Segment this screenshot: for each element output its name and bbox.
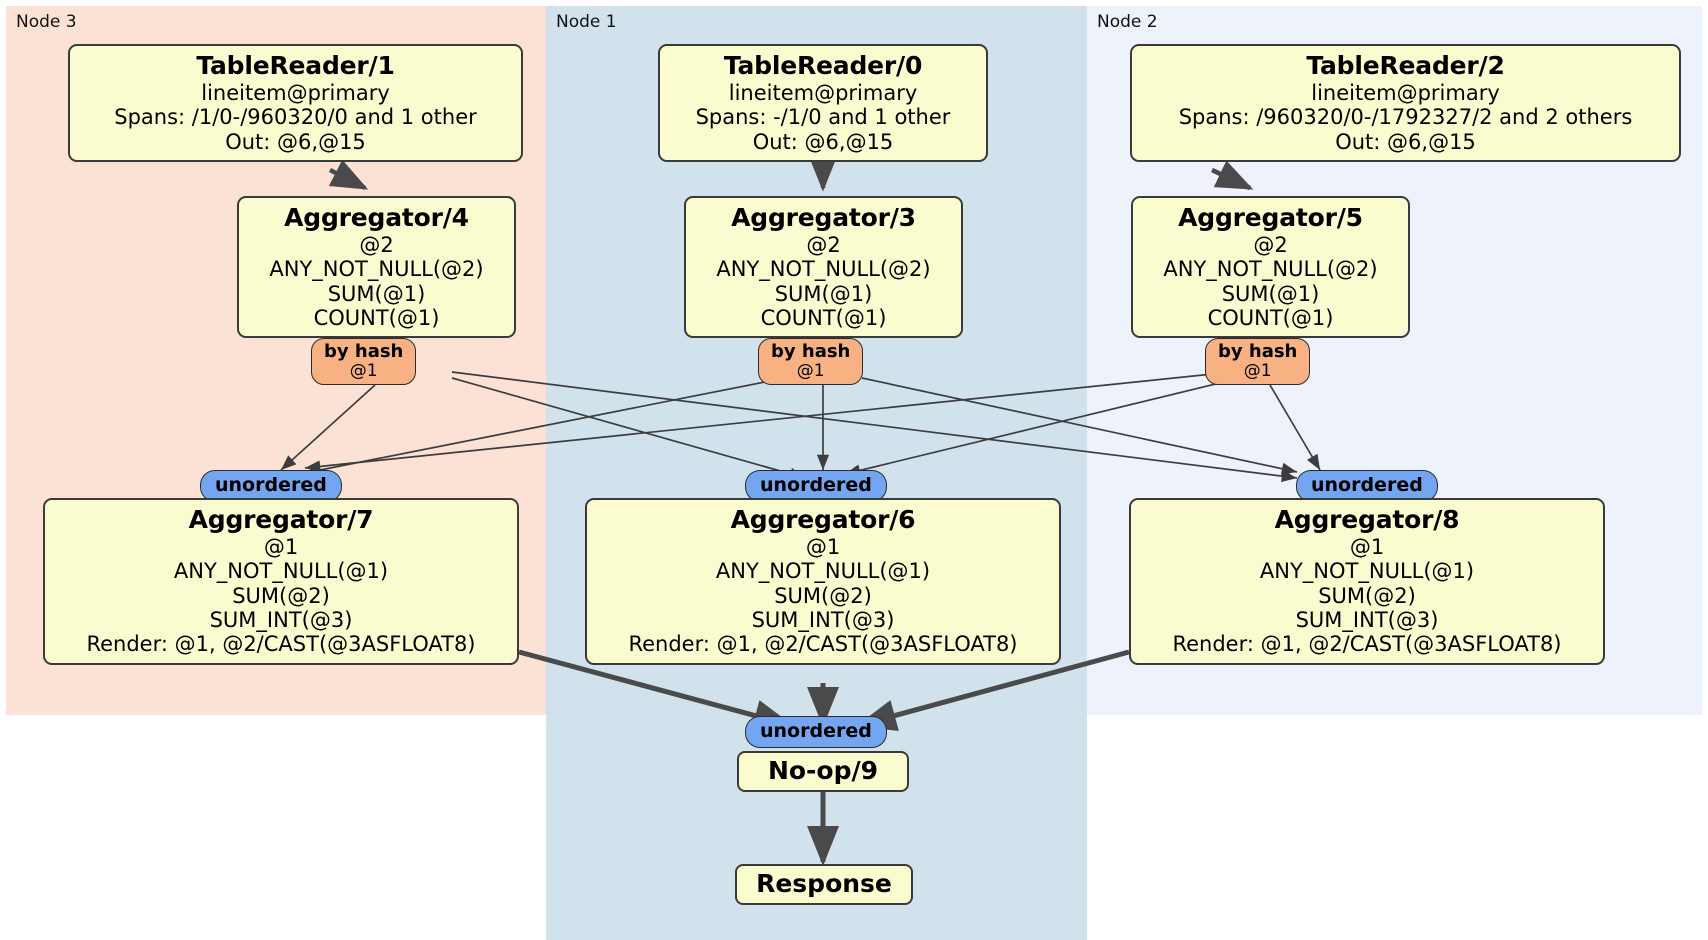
processor-line: @2: [1253, 233, 1288, 257]
processor-line: ANY_NOT_NULL(@2): [716, 257, 931, 282]
router-column: @1: [1243, 360, 1272, 381]
processor-line: Spans: /960320/0-/1792327/2 and 2 others: [1178, 105, 1633, 130]
processor-no-op-9[interactable]: No-op/9: [737, 751, 909, 792]
processor-line: @1: [1349, 535, 1385, 559]
output-router-by-hash-center[interactable]: by hash @1: [758, 338, 864, 386]
processor-line: COUNT(@1): [1207, 306, 1334, 331]
input-sync-unordered-left[interactable]: unordered: [200, 470, 342, 502]
processor-line: SUM(@2): [774, 583, 872, 608]
processor-title: Aggregator/6: [730, 505, 916, 534]
processor-table-reader-0[interactable]: TableReader/0 lineitem@primary Spans: -/…: [658, 44, 988, 163]
processor-aggregator-7[interactable]: Aggregator/7 @1 ANY_NOT_NULL(@1) SUM(@2)…: [43, 498, 519, 665]
processor-line: Render: @1, @2/CAST(@3ASFLOAT8): [1172, 632, 1562, 657]
input-sync-unordered-right[interactable]: unordered: [1296, 470, 1438, 502]
output-router-by-hash-left[interactable]: by hash @1: [311, 338, 417, 386]
processor-aggregator-8[interactable]: Aggregator/8 @1 ANY_NOT_NULL(@1) SUM(@2)…: [1129, 498, 1605, 665]
sync-label: unordered: [760, 474, 872, 496]
processor-line: SUM(@1): [327, 281, 426, 306]
processor-table-reader-2[interactable]: TableReader/2 lineitem@primary Spans: /9…: [1130, 44, 1681, 163]
processor-line: SUM_INT(@3): [1295, 608, 1439, 633]
node-panel-label-node1: Node 1: [556, 12, 617, 32]
processor-line: @2: [806, 233, 841, 257]
input-sync-unordered-center[interactable]: unordered: [745, 470, 887, 502]
processor-line: Out: @6,@15: [1335, 129, 1476, 154]
processor-line: @1: [263, 535, 299, 559]
processor-line: COUNT(@1): [760, 306, 887, 331]
output-router-by-hash-right[interactable]: by hash @1: [1205, 338, 1311, 386]
processor-title: Aggregator/7: [188, 505, 374, 534]
processor-line: lineitem@primary: [1311, 81, 1500, 105]
processor-title: TableReader/2: [1306, 51, 1505, 80]
processor-line: lineitem@primary: [201, 81, 390, 105]
processor-line: SUM_INT(@3): [209, 608, 353, 633]
processor-line: ANY_NOT_NULL(@2): [1163, 257, 1378, 282]
processor-line: ANY_NOT_NULL(@2): [269, 257, 484, 282]
processor-aggregator-3[interactable]: Aggregator/3 @2 ANY_NOT_NULL(@2) SUM(@1)…: [684, 196, 963, 339]
processor-title: Aggregator/5: [1178, 203, 1363, 232]
router-label: by hash: [1218, 341, 1298, 362]
processor-line: lineitem@primary: [728, 81, 918, 105]
processor-line: @2: [359, 233, 394, 257]
sync-label: unordered: [1311, 474, 1423, 496]
processor-line: SUM(@2): [1318, 583, 1416, 608]
processor-title: Aggregator/4: [284, 203, 469, 232]
processor-line: Spans: /1/0-/960320/0 and 1 other: [114, 105, 477, 130]
processor-title: TableReader/1: [196, 51, 395, 80]
processor-line: Render: @1, @2/CAST(@3ASFLOAT8): [86, 632, 476, 657]
sync-label: unordered: [760, 720, 872, 742]
processor-line: SUM(@1): [1221, 281, 1320, 306]
processor-title: Aggregator/3: [731, 203, 916, 232]
processor-title: Aggregator/8: [1274, 505, 1460, 534]
processor-response[interactable]: Response: [735, 864, 913, 905]
processor-table-reader-1[interactable]: TableReader/1 lineitem@primary Spans: /1…: [68, 44, 523, 163]
processor-line: Out: @6,@15: [225, 129, 366, 154]
processor-title: Response: [756, 869, 892, 898]
processor-line: Render: @1, @2/CAST(@3ASFLOAT8): [628, 632, 1018, 657]
processor-line: Spans: -/1/0 and 1 other: [695, 105, 951, 130]
node-panel-label-node3: Node 3: [16, 12, 77, 32]
sync-label: unordered: [215, 474, 327, 496]
processor-line: ANY_NOT_NULL(@1): [173, 559, 389, 584]
input-sync-unordered-final[interactable]: unordered: [745, 716, 887, 748]
processor-aggregator-5[interactable]: Aggregator/5 @2 ANY_NOT_NULL(@2) SUM(@1)…: [1131, 196, 1410, 339]
processor-line: ANY_NOT_NULL(@1): [1259, 559, 1475, 584]
processor-title: No-op/9: [767, 756, 879, 785]
processor-line: SUM(@1): [774, 281, 873, 306]
router-column: @1: [349, 360, 378, 381]
processor-line: SUM_INT(@3): [751, 608, 895, 633]
processor-line: Out: @6,@15: [752, 129, 894, 154]
processor-line: SUM(@2): [232, 583, 330, 608]
router-label: by hash: [324, 341, 404, 362]
processor-line: @1: [805, 535, 841, 559]
router-label: by hash: [771, 341, 851, 362]
node-panel-label-node2: Node 2: [1097, 12, 1158, 32]
processor-line: ANY_NOT_NULL(@1): [715, 559, 931, 584]
processor-aggregator-4[interactable]: Aggregator/4 @2 ANY_NOT_NULL(@2) SUM(@1)…: [237, 196, 516, 339]
processor-title: TableReader/0: [723, 51, 923, 80]
processor-aggregator-6[interactable]: Aggregator/6 @1 ANY_NOT_NULL(@1) SUM(@2)…: [585, 498, 1061, 665]
processor-line: COUNT(@1): [313, 306, 440, 331]
router-column: @1: [796, 360, 825, 381]
